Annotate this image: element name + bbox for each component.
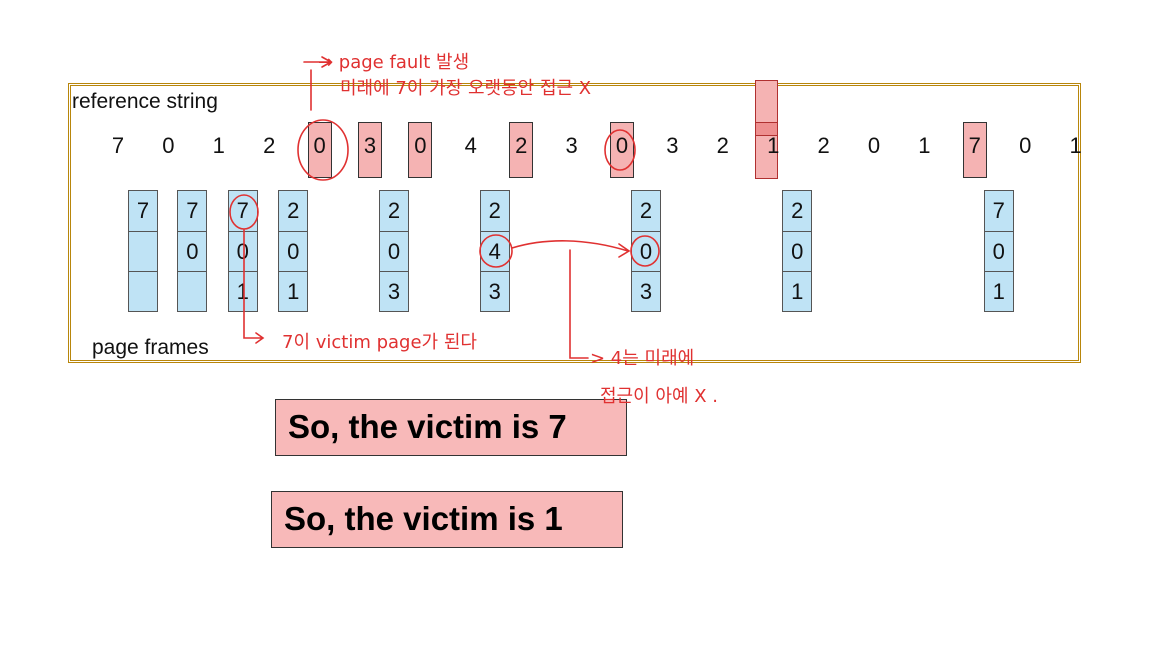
circle-frame-0 bbox=[630, 235, 660, 267]
ref-highlight-box bbox=[307, 122, 332, 178]
note-four-future: > 4는 미래에 bbox=[590, 348, 694, 369]
ref-value: 0 bbox=[867, 133, 881, 158]
ref-value: 2 bbox=[716, 133, 729, 158]
frame-cell: 1 bbox=[279, 271, 308, 311]
frame-cell: 4 bbox=[480, 231, 509, 271]
ref-highlight-box bbox=[408, 122, 433, 178]
ref-value: 0 bbox=[1019, 133, 1032, 158]
ref-value: 0 bbox=[615, 133, 629, 158]
ref-value: 0 bbox=[414, 133, 427, 158]
frame-cell: 2 bbox=[387, 198, 401, 223]
page-frames-label: page frames bbox=[92, 336, 209, 359]
circle-ref-0-second bbox=[604, 129, 636, 171]
frame-cell: 7 bbox=[186, 198, 199, 223]
frame-cell: 3 bbox=[632, 271, 660, 311]
ref-value: 4 bbox=[464, 133, 477, 158]
note-four-future-2: 접근이 아예 X . bbox=[600, 386, 718, 407]
ref-value: 3 bbox=[565, 133, 578, 158]
ref-value: 7 bbox=[968, 133, 981, 158]
frame-column: 7 bbox=[128, 190, 158, 312]
frame-cell: 0 bbox=[783, 231, 812, 271]
ref-value: 2 bbox=[263, 133, 276, 158]
ref-value: 1 bbox=[918, 133, 931, 158]
frame-cell: 0 bbox=[984, 231, 1013, 271]
frame-cell: 0 bbox=[380, 231, 408, 271]
ref-value: 0 bbox=[162, 133, 175, 158]
frame-cell bbox=[129, 271, 157, 311]
reference-string-label: reference string bbox=[72, 90, 218, 113]
diagram-frame bbox=[68, 83, 1081, 363]
ref-highlight-box bbox=[509, 122, 534, 178]
frame-cell: 0 bbox=[279, 231, 308, 271]
ref-value: 1 bbox=[767, 133, 780, 158]
frame-cell: 1 bbox=[984, 271, 1013, 311]
ref-value: 2 bbox=[817, 133, 830, 158]
frame-cell: 7 bbox=[236, 198, 249, 223]
victim-arrow bbox=[243, 229, 265, 344]
frame-cell: 3 bbox=[480, 271, 509, 311]
frame-cell: 1 bbox=[228, 271, 257, 311]
frame-cell: 7 bbox=[136, 198, 150, 223]
frame-cell: 2 bbox=[639, 198, 653, 223]
answer-victim-7: So, the victim is 7 bbox=[275, 399, 627, 456]
note-page-fault: → page fault 발생 bbox=[318, 52, 469, 73]
circle-frame-4 bbox=[479, 234, 513, 268]
ref-value: 7 bbox=[111, 133, 125, 158]
ref-highlight-tall-marker bbox=[755, 122, 778, 136]
note-victim: 7이 victim page가 된다 bbox=[282, 332, 477, 353]
four-to-zero-arrow bbox=[511, 240, 631, 258]
circle-frame-7 bbox=[229, 194, 259, 230]
frame-cell: 2 bbox=[791, 198, 804, 223]
frame-cell: 1 bbox=[783, 271, 812, 311]
note-unused: 미래에 7이 가장 오랫동안 접근 X bbox=[340, 78, 591, 99]
ref-highlight-box bbox=[962, 122, 987, 178]
ref-value: 0 bbox=[313, 133, 326, 158]
four-future-arrow bbox=[569, 249, 589, 359]
frame-cell: 3 bbox=[380, 271, 408, 311]
ref-value: 1 bbox=[1069, 133, 1082, 158]
page-fault-arrow bbox=[303, 56, 333, 111]
answer-victim-1: So, the victim is 1 bbox=[271, 491, 623, 548]
frame-cell bbox=[178, 271, 207, 311]
ref-value: 3 bbox=[666, 133, 679, 158]
frame-cell: 0 bbox=[632, 231, 660, 271]
circle-ref-0 bbox=[297, 119, 349, 181]
frame-cell: 7 bbox=[992, 198, 1005, 223]
frame-cell: 2 bbox=[488, 198, 501, 223]
frame-cell: 0 bbox=[178, 231, 207, 271]
ref-highlight-box bbox=[358, 122, 382, 178]
frame-cell: 2 bbox=[287, 198, 300, 223]
frame-cell: 0 bbox=[228, 231, 257, 271]
ref-value: 2 bbox=[515, 133, 528, 158]
ref-value: 3 bbox=[363, 133, 377, 158]
ref-value: 1 bbox=[212, 133, 225, 158]
frame-cell bbox=[129, 231, 157, 271]
